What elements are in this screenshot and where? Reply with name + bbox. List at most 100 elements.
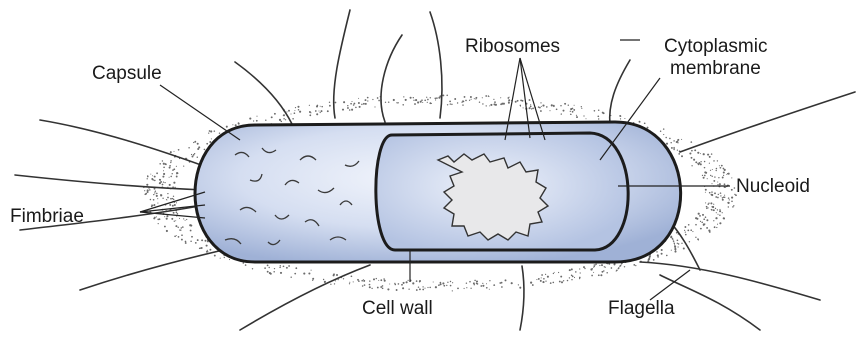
stipple-dot	[185, 242, 187, 244]
stipple-dot	[542, 105, 544, 107]
stipple-dot	[579, 268, 580, 269]
stipple-dot	[541, 106, 542, 107]
stipple-dot	[716, 170, 717, 171]
stipple-dot	[235, 124, 237, 126]
stipple-dot	[703, 177, 705, 179]
stipple-dot	[598, 118, 599, 119]
stipple-dot	[274, 268, 275, 269]
stipple-dot	[570, 111, 571, 112]
stipple-dot	[701, 222, 703, 224]
stipple-dot	[205, 240, 207, 242]
stipple-dot	[335, 280, 336, 281]
stipple-dot	[501, 282, 503, 284]
stipple-dot	[715, 208, 716, 209]
stipple-dot	[349, 109, 351, 111]
stipple-dot	[703, 218, 705, 220]
stipple-dot	[167, 193, 168, 194]
stipple-dot	[561, 113, 562, 114]
stipple-dot	[256, 120, 258, 122]
stipple-dot	[719, 210, 721, 212]
stipple-dot	[605, 267, 606, 268]
stipple-dot	[427, 102, 428, 103]
stipple-dot	[169, 177, 170, 178]
stipple-dot	[633, 264, 635, 266]
stipple-dot	[396, 289, 398, 291]
stipple-dot	[476, 280, 478, 282]
stipple-dot	[705, 216, 707, 218]
stipple-dot	[590, 268, 592, 270]
stipple-dot	[162, 184, 164, 186]
stipple-dot	[536, 279, 537, 280]
stipple-dot	[446, 285, 447, 286]
stipple-dot	[591, 275, 593, 277]
stipple-dot	[238, 123, 240, 125]
stipple-dot	[598, 274, 600, 276]
stipple-dot	[464, 96, 466, 98]
stipple-dot	[669, 138, 671, 140]
stipple-dot	[323, 279, 324, 280]
stipple-dot	[265, 119, 266, 120]
stipple-dot	[697, 163, 698, 164]
stipple-dot	[677, 149, 678, 150]
stipple-dot	[164, 182, 165, 183]
stipple-dot	[583, 115, 584, 116]
stipple-dot	[281, 121, 283, 123]
stipple-dot	[431, 103, 432, 104]
stipple-dot	[164, 226, 166, 228]
stipple-dot	[571, 279, 572, 280]
stipple-dot	[380, 279, 382, 281]
stipple-dot	[144, 193, 146, 195]
stipple-dot	[581, 106, 582, 107]
stipple-dot	[464, 288, 465, 289]
label-cytoplasmic-membrane-line1: Cytoplasmic	[664, 36, 767, 57]
stipple-dot	[558, 272, 559, 273]
stipple-dot	[541, 277, 542, 278]
stipple-dot	[147, 175, 149, 177]
stipple-dot	[598, 110, 599, 111]
label-fimbriae: Fimbriae	[10, 206, 84, 227]
stipple-dot	[147, 189, 149, 191]
stipple-dot	[169, 184, 171, 186]
stipple-dot	[717, 214, 718, 215]
stipple-dot	[674, 251, 676, 253]
stipple-dot	[156, 193, 158, 195]
stipple-dot	[174, 221, 175, 222]
stipple-dot	[653, 259, 655, 261]
stipple-dot	[146, 184, 148, 186]
stipple-dot	[616, 271, 617, 272]
stipple-dot	[712, 206, 714, 208]
stipple-dot	[430, 97, 431, 98]
stipple-dot	[724, 195, 725, 196]
stipple-dot	[318, 110, 319, 111]
stipple-dot	[549, 110, 550, 111]
stipple-dot	[170, 198, 172, 200]
stipple-dot	[505, 279, 507, 281]
stipple-dot	[197, 239, 199, 241]
stipple-dot	[563, 280, 564, 281]
stipple-dot	[716, 168, 718, 170]
stipple-dot	[158, 223, 159, 224]
stipple-dot	[670, 236, 672, 238]
stipple-dot	[424, 99, 426, 101]
stipple-dot	[219, 132, 220, 133]
stipple-dot	[413, 97, 414, 98]
stipple-dot	[606, 272, 608, 274]
stipple-dot	[436, 97, 438, 99]
stipple-dot	[600, 274, 602, 276]
stipple-dot	[159, 179, 160, 180]
stipple-dot	[162, 176, 164, 178]
stipple-dot	[567, 280, 569, 282]
stipple-dot	[274, 113, 276, 115]
stipple-dot	[540, 110, 542, 112]
stipple-dot	[374, 106, 375, 107]
stipple-dot	[229, 259, 230, 260]
stipple-dot	[564, 103, 566, 105]
stipple-dot	[734, 187, 736, 189]
stipple-dot	[508, 102, 509, 103]
stipple-dot	[376, 278, 377, 279]
stipple-dot	[715, 196, 717, 198]
stipple-dot	[353, 281, 354, 282]
stipple-dot	[451, 104, 452, 105]
stipple-dot	[691, 150, 693, 152]
stipple-dot	[209, 141, 211, 143]
